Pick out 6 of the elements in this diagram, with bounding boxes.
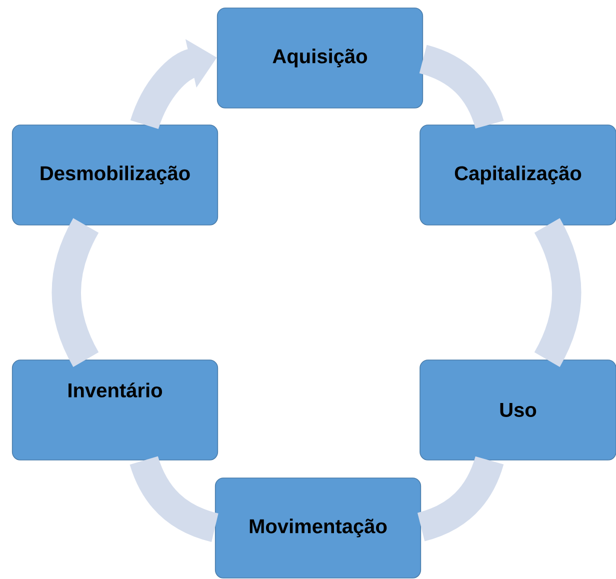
process-box: Uso xyxy=(420,360,616,460)
process-box: Aquisição xyxy=(216,8,424,108)
process-box: Capitalização xyxy=(420,124,616,226)
process-box: Desmobilização xyxy=(12,124,218,226)
process-box: Movimentação xyxy=(214,478,422,578)
process-box: Inventário xyxy=(12,360,218,460)
